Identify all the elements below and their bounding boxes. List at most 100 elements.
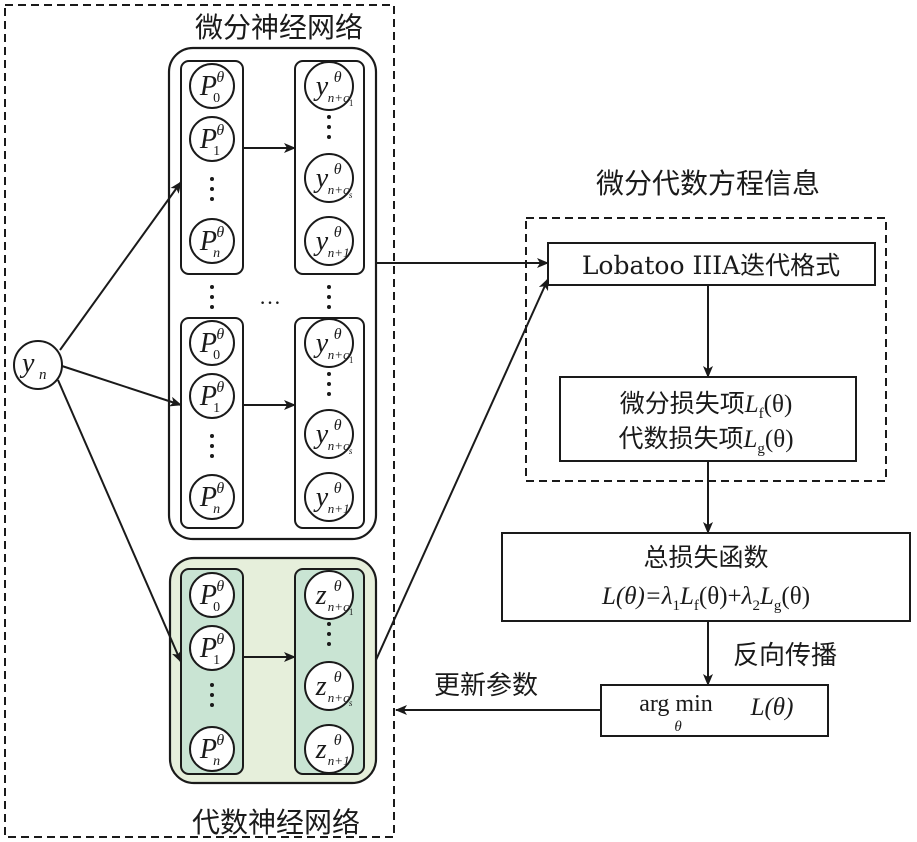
ann-p-node-0-theta: θ xyxy=(216,578,224,595)
dnn1-p-node-1-circle xyxy=(189,116,235,162)
dnn2-y-node-0-theta: θ xyxy=(334,326,342,343)
dnn2-y-node-1-symbol: y xyxy=(313,419,329,450)
ann-p-node-1-symbol: P xyxy=(199,633,217,664)
ann-p-column xyxy=(180,568,244,775)
alg-loss-label: 代数损失项 xyxy=(618,424,743,453)
dnn1-p-node-0-symbol: P xyxy=(199,71,217,102)
vertical-dots xyxy=(210,115,331,707)
dnn2-y-node-0-symbol: y xyxy=(313,328,329,359)
diff-loss-label: 微分损失项 xyxy=(620,389,745,418)
dnn2-p-column xyxy=(180,317,244,529)
argmin-tail: L(θ) xyxy=(750,694,794,721)
ann-p-node-0-symbol: P xyxy=(199,580,217,611)
ann-p-node-2-subscript: n xyxy=(213,754,220,769)
ann-z-node-2-circle xyxy=(304,724,354,774)
ann-z-node-0-circle xyxy=(304,570,354,620)
formula-lambda1: λ xyxy=(661,583,673,610)
backprop-label: 反向传播 xyxy=(733,641,837,671)
dnn1-p-node-2-subscript: n xyxy=(213,246,220,261)
dnn2-y-node-2-theta: θ xyxy=(334,480,342,497)
loss-terms-box xyxy=(559,376,857,462)
ann-title: 代数神经网络 xyxy=(192,806,360,839)
dnn2-p-node-1-circle xyxy=(189,373,235,419)
dae-info-title: 微分代数方程信息 xyxy=(596,167,820,200)
argmin-sub: θ xyxy=(674,719,682,735)
dnn1-y-node-2-circle xyxy=(304,216,354,266)
dnn2-y-node-1-circle xyxy=(304,409,354,459)
formula-term1-sub: f xyxy=(694,598,699,614)
dnn1-y-node-1-symbol: y xyxy=(313,163,329,194)
lobatto-label: Lobatoo IIIA迭代格式 xyxy=(582,251,840,280)
lobatto-box xyxy=(547,242,876,286)
formula-lambda2-sub: 2 xyxy=(752,598,760,614)
dnn2-p-node-0-symbol: P xyxy=(199,328,217,359)
formula-lhs: L(θ)= xyxy=(601,583,662,610)
dnn-title: 微分神经网络 xyxy=(195,11,363,44)
dnn2-p-node-1-symbol: P xyxy=(199,381,217,412)
dnn1-p-node-1-theta: θ xyxy=(216,122,224,139)
input-to-ann-arrow xyxy=(57,379,182,663)
alg-loss-text: 代数损失项Lg(θ) xyxy=(618,424,793,457)
ann-z-node-0-subscript: n+c1 xyxy=(328,599,354,617)
ann-p-node-1-circle xyxy=(189,625,235,671)
dnn2-y-node-1-theta: θ xyxy=(334,417,342,434)
input-node-subscript: n xyxy=(39,367,47,383)
dnn1-y-column xyxy=(294,60,365,275)
input-to-dnn1-arrow xyxy=(59,181,182,351)
dnn2-p-node-0-theta: θ xyxy=(216,326,224,343)
dnn2-p-node-2-theta: θ xyxy=(216,480,224,497)
dnn1-p-node-2-symbol: P xyxy=(199,226,217,257)
ann-p-node-1-theta: θ xyxy=(216,631,224,648)
ann-z-node-1-circle xyxy=(304,661,354,711)
input-node-symbol: y xyxy=(19,348,35,379)
formula-tail: (θ) xyxy=(781,583,810,610)
dnn1-p-node-1-symbol: P xyxy=(199,124,217,155)
dnn2-y-node-2-circle xyxy=(304,472,354,522)
diff-loss-L: L xyxy=(744,391,759,418)
dnn1-y-node-0-theta: θ xyxy=(334,69,342,86)
dnn2-p-node-0-circle xyxy=(189,320,235,366)
update-label: 更新参数 xyxy=(434,671,538,701)
dnn2-y-node-1-subscript: n+cs xyxy=(328,438,353,456)
dnn1-p-node-1-subscript: 1 xyxy=(213,144,220,159)
dnn2-p-node-0-subscript: 0 xyxy=(213,348,220,363)
dnn2-y-column xyxy=(294,317,365,529)
ann-to-lobatto-arrow xyxy=(375,278,549,661)
ann-z-node-1-subscript: n+cs xyxy=(328,690,353,708)
formula-term2-sub: g xyxy=(774,598,782,614)
formula-plus: (θ)+ xyxy=(699,583,742,610)
horizontal-ellipsis: … xyxy=(259,284,281,309)
dnn1-y-node-2-symbol: y xyxy=(313,226,329,257)
ann-p-node-0-subscript: 0 xyxy=(213,600,220,615)
dnn1-y-node-0-subscript: n+c1 xyxy=(328,90,354,108)
dnn2-y-node-2-subscript: n+1 xyxy=(328,501,350,516)
argmin-box xyxy=(600,684,829,737)
ann-z-node-2-symbol: z xyxy=(315,734,327,765)
dnn1-p-node-0-theta: θ xyxy=(216,69,224,86)
ann-p-node-2-symbol: P xyxy=(199,734,217,765)
dnn2-p-node-2-subscript: n xyxy=(213,502,220,517)
dnn1-y-node-0-circle xyxy=(304,61,354,111)
dnn1-p-node-2-theta: θ xyxy=(216,224,224,241)
formula-term2: L xyxy=(759,583,774,610)
input-to-dnn2-arrow xyxy=(61,365,182,407)
ann-z-node-0-theta: θ xyxy=(334,578,342,595)
dnn2-p-node-2-circle xyxy=(189,474,235,520)
dnn2-p-node-1-theta: θ xyxy=(216,379,224,396)
